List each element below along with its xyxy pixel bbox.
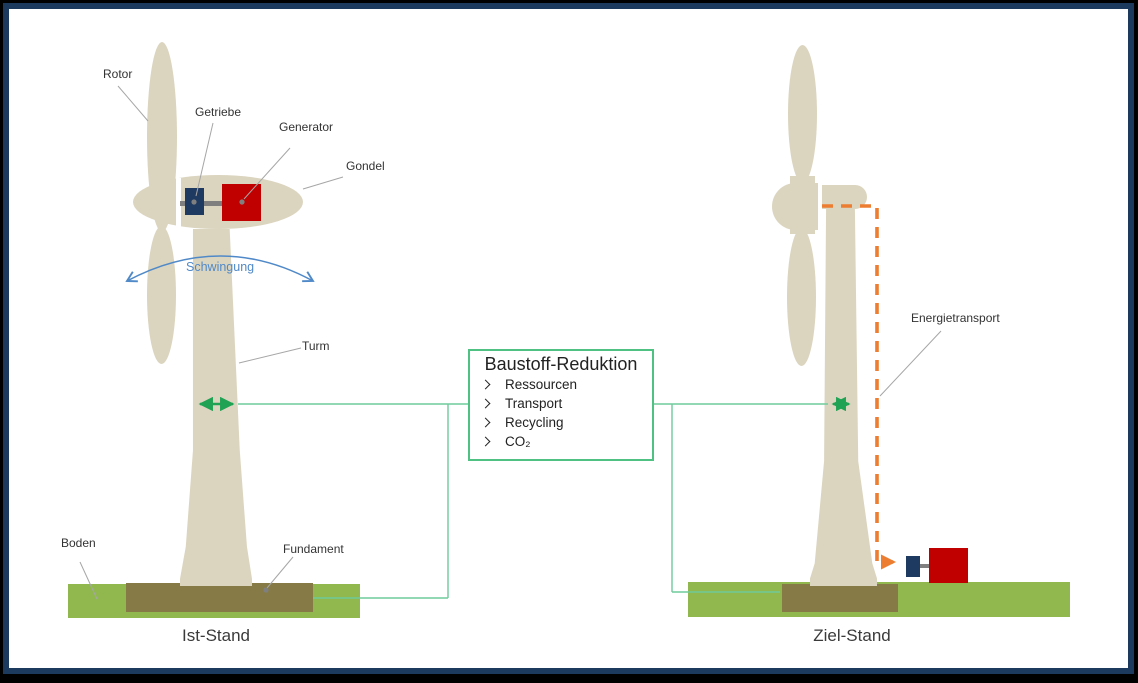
tower-label: Turm [302, 339, 330, 353]
arrowhead-bullet-icon [480, 436, 491, 447]
generator-label: Generator [279, 120, 334, 134]
oscillation-label: Schwingung [186, 260, 255, 274]
reduction-item: Recycling [470, 413, 652, 432]
ground-label: Boden [61, 536, 96, 550]
arrowhead-bullet-icon [480, 398, 491, 409]
reduction-box-title: Baustoff-Reduktion [484, 354, 638, 374]
reduction-box: Baustoff-Reduktion Ressourcen Transport … [468, 349, 654, 461]
arrowhead-bullet-icon [480, 417, 491, 428]
nacelle-right [822, 185, 867, 209]
generator-left [222, 184, 261, 221]
rotor-label: Rotor [103, 67, 133, 81]
rotor-blade-top-right [788, 45, 817, 183]
generator-right [929, 548, 968, 583]
caption-ziel-stand: Ziel-Stand [813, 626, 891, 645]
gearbox-label: Getriebe [195, 105, 242, 119]
reduction-item: Ressourcen [470, 375, 652, 394]
rotor-mount-right [790, 176, 815, 234]
energy-transport-label: Energietransport [911, 311, 1000, 325]
reduction-item: Transport [470, 394, 652, 413]
rotor-blade-bottom-left [147, 226, 176, 364]
foundation-label: Fundament [283, 542, 344, 556]
reduction-item: CO₂ [470, 432, 652, 451]
reduction-item-label: Ressourcen [505, 377, 578, 392]
caption-ist-stand: Ist-Stand [181, 626, 251, 645]
drive-shaft-right [918, 564, 930, 568]
reduction-item-label: CO₂ [505, 434, 531, 449]
rotor-blade-bottom-right [787, 228, 816, 366]
nacelle-label: Gondel [346, 159, 385, 173]
gearbox-left [185, 188, 204, 215]
hub-gap-left [176, 178, 181, 229]
arrowhead-bullet-icon [480, 379, 491, 390]
reduction-item-label: Recycling [505, 415, 564, 430]
foundation-left [126, 583, 313, 612]
hub-gap-right [818, 178, 822, 233]
gearbox-right [906, 556, 920, 577]
reduction-item-label: Transport [505, 396, 563, 411]
foundation-right [782, 584, 898, 612]
